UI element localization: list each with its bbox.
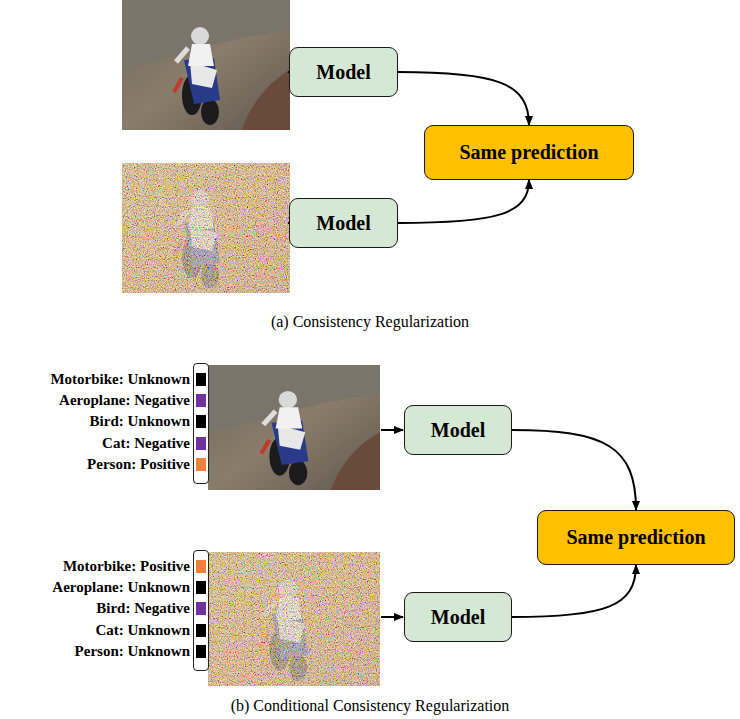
- input-arrow: [381, 616, 403, 618]
- class-status: Motorbike: Positive: [63, 557, 190, 575]
- class-status: Cat: Unknown: [95, 621, 190, 639]
- model-box: Model: [404, 405, 512, 455]
- curved-arrow: [512, 565, 636, 617]
- box-label: Model: [316, 61, 370, 84]
- curved-arrow: [398, 72, 529, 125]
- sub-caption: (b) Conditional Consistency Regularizati…: [0, 697, 740, 715]
- status-square: [196, 373, 206, 386]
- model-box: Model: [289, 47, 398, 97]
- class-status: Bird: Negative: [96, 599, 190, 617]
- photo-clean: [208, 365, 380, 490]
- status-square: [196, 602, 206, 615]
- status-square: [196, 624, 206, 637]
- class-status: Cat: Negative: [102, 434, 190, 452]
- photo-clean: [122, 0, 290, 130]
- box-label: Model: [431, 419, 485, 442]
- status-square: [196, 437, 206, 450]
- class-status: Person: Positive: [87, 455, 190, 473]
- photo-noisy: [122, 163, 290, 293]
- curved-arrow: [398, 180, 529, 223]
- box-label: Same prediction: [459, 141, 598, 164]
- box-label: Model: [316, 212, 370, 235]
- curved-arrow: [512, 430, 636, 510]
- class-status: Person: Unknown: [75, 642, 190, 660]
- input-arrow: [381, 429, 403, 431]
- box-label: Model: [431, 606, 485, 629]
- class-status: Bird: Unknown: [90, 412, 190, 430]
- class-status: Aeroplane: Negative: [59, 391, 190, 409]
- box-label: Same prediction: [566, 526, 705, 549]
- status-square: [196, 581, 206, 594]
- prediction-box: Same prediction: [424, 125, 634, 180]
- class-status: Aeroplane: Unknown: [52, 578, 190, 596]
- photo-noisy: [208, 552, 380, 686]
- model-box: Model: [404, 592, 512, 642]
- model-box: Model: [289, 198, 398, 248]
- class-status: Motorbike: Unknown: [50, 370, 190, 388]
- status-square: [196, 560, 206, 573]
- prediction-box: Same prediction: [537, 510, 735, 565]
- status-square: [196, 394, 206, 407]
- sub-caption: (a) Consistency Regularization: [0, 313, 740, 331]
- status-square: [196, 645, 206, 658]
- status-square: [196, 415, 206, 428]
- status-square: [196, 458, 206, 471]
